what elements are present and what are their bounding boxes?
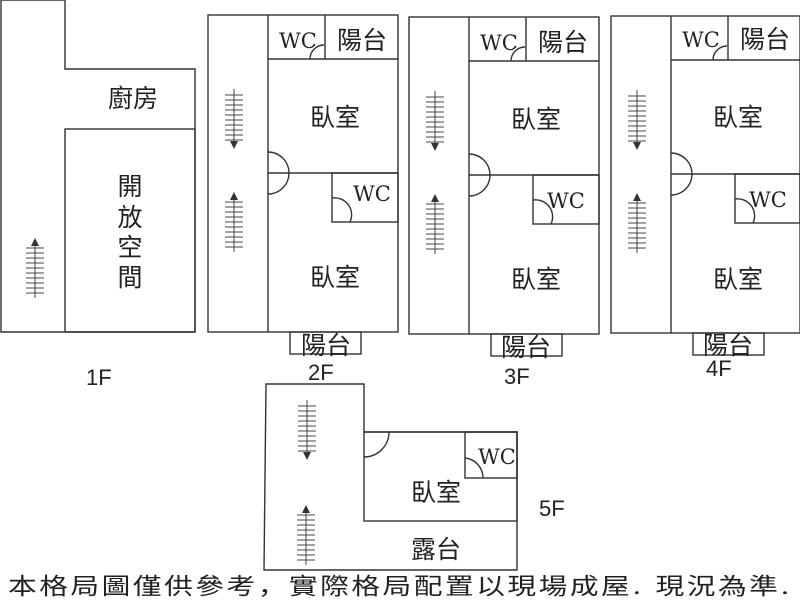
wc-label: WC (749, 188, 787, 212)
floor-5f-outline (263, 383, 518, 571)
open-space-room (64, 128, 196, 333)
bedroom-label: 臥室 (511, 105, 561, 134)
bedroom-label: 臥室 (310, 263, 360, 292)
stair-up-icon (26, 238, 44, 298)
floor-3f: WC 陽台 臥室 WC 臥室 陽台 3F (408, 16, 600, 389)
stair-up-icon (225, 192, 243, 252)
stair-down-icon (225, 89, 243, 149)
floor-1f-outline (0, 0, 196, 333)
stair-down-icon (628, 90, 646, 150)
bedroom-label: 臥室 (713, 265, 763, 294)
open-space-label-1: 開 (117, 172, 142, 201)
floor-label-5f: 5F (539, 496, 565, 521)
stair-up-icon (297, 505, 315, 565)
floor-5f: WC 臥室 露台 5F (263, 383, 565, 571)
wc-label: WC (353, 182, 391, 206)
stair-down-icon (426, 91, 444, 151)
terrace-label: 露台 (411, 535, 461, 564)
floor-4f: WC 陽台 臥室 WC 臥室 陽台 4F (610, 15, 800, 381)
bedroom-label: 臥室 (713, 103, 763, 132)
wc-label: WC (480, 31, 518, 55)
bedroom-label: 臥室 (310, 103, 360, 132)
balcony-label: 陽台 (301, 331, 351, 360)
floor-2f: WC 陽台 臥室 WC 臥室 陽台 2F (207, 14, 399, 385)
balcony-label: 陽台 (337, 26, 387, 55)
balcony-label: 陽台 (501, 333, 551, 362)
balcony-label: 陽台 (538, 28, 588, 57)
disclaimer-text: 本格局圖僅供參考，實際格局配置以現場成屋. 現況為準. (8, 574, 792, 600)
floor-1f: 廚房 開 放 空 間 1F (0, 0, 196, 390)
balcony-label: 陽台 (703, 331, 753, 360)
open-space-label-3: 空 (117, 233, 142, 262)
floor-label-4f: 4F (706, 356, 732, 381)
open-space-label-2: 放 (117, 203, 142, 232)
bedroom-label: 臥室 (411, 478, 461, 507)
wc-label: WC (547, 189, 585, 213)
wc-label: WC (682, 28, 720, 52)
floor-label-2f: 2F (308, 360, 334, 385)
stair-up-icon (426, 194, 444, 254)
wc-label: WC (279, 29, 317, 53)
stair-up-icon (628, 193, 646, 253)
balcony-label: 陽台 (740, 25, 790, 54)
kitchen-label: 廚房 (108, 84, 158, 113)
floor-label-3f: 3F (504, 364, 530, 389)
wc-label: WC (478, 445, 516, 469)
open-space-label-4: 間 (117, 263, 142, 292)
stair-down-icon (298, 400, 316, 460)
bedroom-label: 臥室 (511, 265, 561, 294)
floor-label-1f: 1F (86, 365, 112, 390)
